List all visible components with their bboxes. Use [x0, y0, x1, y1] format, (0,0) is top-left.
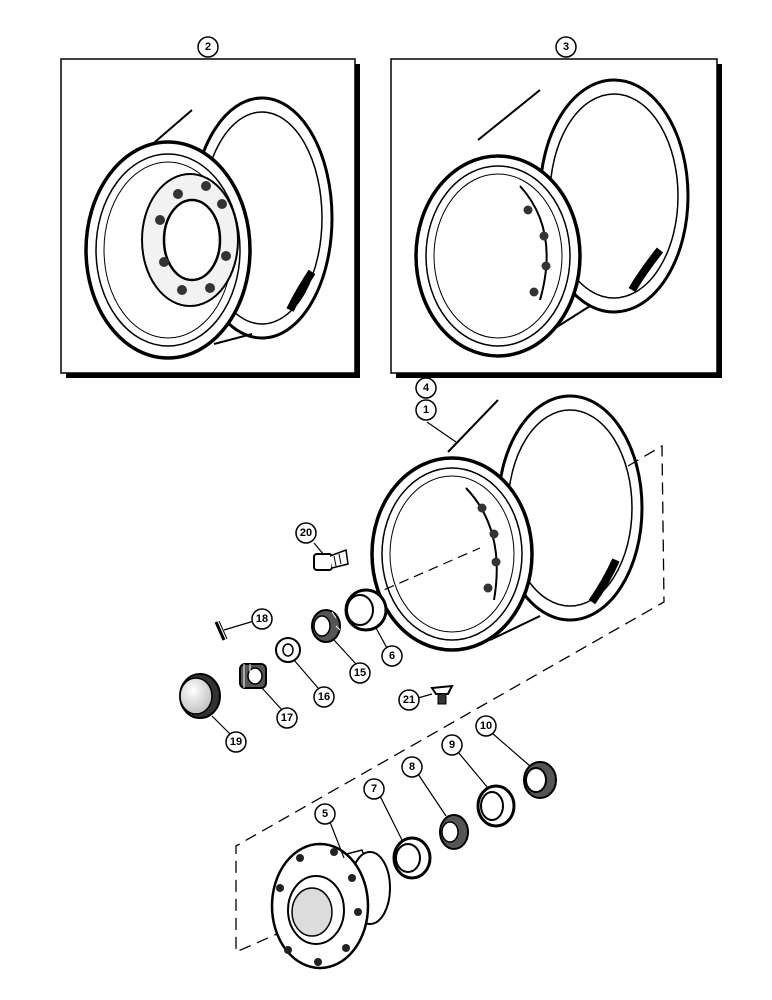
callout-18: 18	[251, 608, 273, 630]
bearing-cone-part	[311, 609, 341, 643]
callout-17: 17	[276, 707, 298, 729]
callout-21-label: 21	[403, 694, 415, 706]
callout-1-label: 1	[423, 404, 429, 416]
wheel-hub-part	[270, 842, 391, 970]
valve-stem-part	[430, 684, 454, 705]
callout-10-label: 10	[480, 720, 492, 732]
callout-15: 15	[349, 662, 371, 684]
callout-3: 3	[555, 36, 577, 58]
callout-9: 9	[441, 734, 463, 756]
callout-9-label: 9	[449, 739, 455, 751]
callout-16: 16	[313, 686, 335, 708]
washer-part	[275, 637, 301, 663]
callout-17-label: 17	[281, 712, 293, 724]
callout-6-label: 6	[389, 650, 395, 662]
callout-7-label: 7	[371, 783, 377, 795]
callout-16-label: 16	[318, 691, 330, 703]
callout-3-label: 3	[563, 41, 569, 53]
bearing-cup-part-3	[392, 836, 432, 880]
panel-wheel-variant-2	[60, 58, 360, 378]
callout-20-label: 20	[300, 527, 312, 539]
callout-8: 8	[401, 756, 423, 778]
assembly-dashed-outline	[235, 444, 665, 953]
wheel-rim-2	[84, 96, 334, 360]
castle-nut-part	[239, 663, 267, 689]
callout-19-label: 19	[230, 736, 242, 748]
panel-wheel-variant-3	[390, 58, 722, 378]
callout-8-label: 8	[409, 761, 415, 773]
bearing-cone-part-2	[439, 814, 469, 850]
bearing-cup-part	[344, 588, 388, 632]
callout-4: 4	[415, 377, 437, 399]
cotter-pin-part	[214, 620, 228, 641]
callout-5: 5	[314, 803, 336, 825]
wheel-rim-3	[414, 78, 690, 358]
bearing-cup-part-2	[476, 784, 516, 828]
callout-6: 6	[381, 645, 403, 667]
callout-20: 20	[295, 522, 317, 544]
callout-19: 19	[225, 731, 247, 753]
wheel-rim-1	[370, 394, 644, 652]
callout-21: 21	[398, 689, 420, 711]
leader-lines	[211, 421, 531, 859]
seal-part	[523, 761, 557, 799]
axis-dashed-line	[369, 547, 481, 597]
hub-cap-part	[179, 673, 221, 719]
callout-5-label: 5	[322, 808, 328, 820]
callout-4-label: 4	[423, 382, 430, 394]
callout-10: 10	[475, 715, 497, 737]
callout-15-label: 15	[354, 667, 366, 679]
bolt-part	[313, 548, 349, 571]
callout-1: 1	[415, 399, 437, 421]
callout-2-label: 2	[205, 41, 211, 53]
callout-7: 7	[363, 778, 385, 800]
callout-2: 2	[197, 36, 219, 58]
callout-18-label: 18	[256, 613, 268, 625]
